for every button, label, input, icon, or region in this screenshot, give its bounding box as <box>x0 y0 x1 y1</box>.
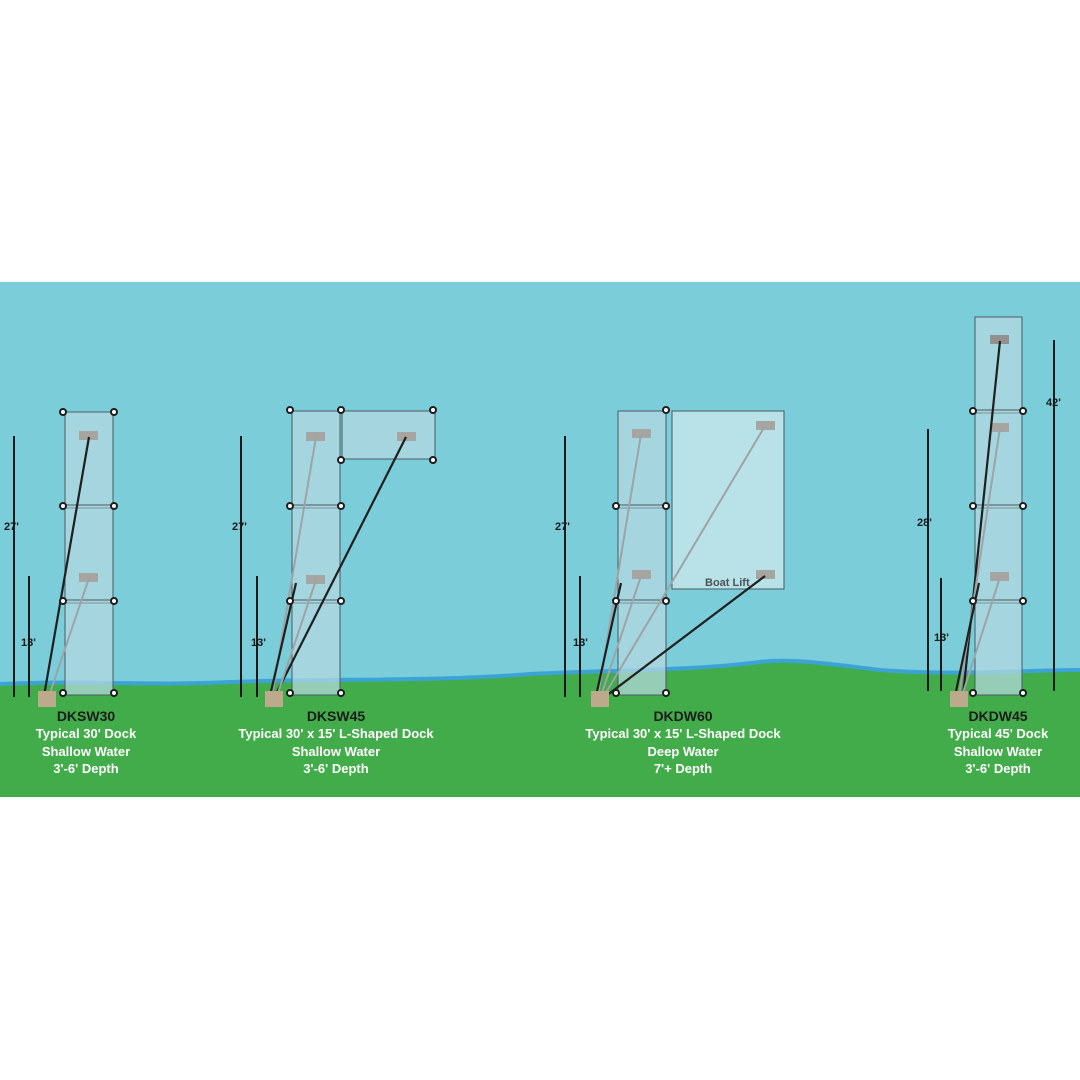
description-line: Shallow Water <box>292 744 380 759</box>
measure-label-27ft: 27' <box>4 521 19 533</box>
mount-pad <box>756 421 775 430</box>
measure-label-42ft: 42' <box>1046 397 1061 409</box>
post <box>1019 689 1027 697</box>
dock-group-dksw45: 27' 13' DKSW45 Typical 30' x 15' L-Shape… <box>232 406 437 776</box>
post <box>1019 597 1027 605</box>
dock-section <box>617 410 667 696</box>
measure-label-13ft: 13' <box>573 637 588 649</box>
dock-group-dkdw45: 42' 28' 13' DKDW45 Typical 45' Dock Shal… <box>917 316 1061 776</box>
post <box>969 597 977 605</box>
shore-anchor <box>265 691 283 707</box>
description-line: 7'+ Depth <box>654 761 712 776</box>
dock-extension <box>341 410 436 460</box>
measure-label-28ft: 28' <box>917 517 932 529</box>
dock-section <box>291 410 341 696</box>
shore-anchor <box>950 691 968 707</box>
post <box>110 597 118 605</box>
mount-pad <box>990 335 1009 344</box>
post <box>612 502 620 510</box>
mount-pad <box>990 572 1009 581</box>
mount-pad <box>990 423 1009 432</box>
cable-line <box>42 436 91 697</box>
post <box>337 406 345 414</box>
description-line: Shallow Water <box>954 744 1042 759</box>
mount-pad <box>79 573 98 582</box>
post <box>337 502 345 510</box>
dock-section <box>64 411 114 696</box>
mount-pad <box>756 570 775 579</box>
mount-pad <box>306 575 325 584</box>
cable-line <box>600 575 642 697</box>
model-name: DKDW45 <box>968 708 1027 724</box>
water-area <box>0 282 1080 682</box>
description-line: 3'-6' Depth <box>303 761 368 776</box>
description-line: Typical 30' x 15' L-Shaped Dock <box>238 726 434 741</box>
post <box>286 502 294 510</box>
description-line: Typical 30' Dock <box>36 726 137 741</box>
cable-line <box>605 575 766 697</box>
post <box>286 406 294 414</box>
post <box>429 456 437 464</box>
mount-pad <box>306 432 325 441</box>
mount-pad <box>79 431 98 440</box>
post <box>969 689 977 697</box>
post <box>110 408 118 416</box>
post <box>612 689 620 697</box>
post <box>59 597 67 605</box>
post <box>59 689 67 697</box>
boat-lift-label: Boat Lift <box>705 577 750 589</box>
post <box>110 502 118 510</box>
post <box>286 689 294 697</box>
scene <box>0 282 1080 797</box>
post <box>969 407 977 415</box>
model-name: DKSW30 <box>57 708 116 724</box>
cable-line <box>48 577 90 697</box>
post <box>337 689 345 697</box>
post <box>662 502 670 510</box>
post <box>337 597 345 605</box>
mount-pad <box>632 429 651 438</box>
description-line: Typical 30' x 15' L-Shaped Dock <box>585 726 781 741</box>
mount-pad <box>632 570 651 579</box>
measure-label-27ft: 27' <box>232 521 247 533</box>
post <box>337 456 345 464</box>
cable-line <box>274 436 407 697</box>
measure-label-13ft: 13' <box>934 632 949 644</box>
post <box>662 406 670 414</box>
mount-pad <box>397 432 416 441</box>
cable-line <box>961 340 1002 697</box>
cable-line <box>958 427 1001 697</box>
post <box>1019 502 1027 510</box>
cable-line <box>961 576 1001 697</box>
dock-group-dksw30: 27' 13' DKSW30 Typical 30' Dock Shallow … <box>4 408 137 776</box>
shore-anchor <box>591 691 609 707</box>
dock-group-dkdw60: 27' 13' Boat Lift DKDW60 Typical 30' x 1… <box>555 406 785 776</box>
post <box>662 597 670 605</box>
boat-lift-area <box>671 410 785 590</box>
measure-label-13ft: 13' <box>21 637 36 649</box>
measure-label-27ft: 27' <box>555 521 570 533</box>
description-line: Typical 45' Dock <box>948 726 1049 741</box>
shore-anchor <box>38 691 56 707</box>
shoreline <box>0 658 1080 686</box>
model-name: DKSW45 <box>307 708 366 724</box>
cable-line <box>276 579 317 697</box>
post <box>110 689 118 697</box>
post <box>612 597 620 605</box>
post <box>1019 407 1027 415</box>
post <box>59 408 67 416</box>
measure-label-13ft: 13' <box>251 637 266 649</box>
description-line: 3'-6' Depth <box>53 761 118 776</box>
post <box>286 597 294 605</box>
description-line: Shallow Water <box>42 744 130 759</box>
post <box>429 406 437 414</box>
description-line: Deep Water <box>647 744 718 759</box>
description-line: 3'-6' Depth <box>965 761 1030 776</box>
post <box>662 689 670 697</box>
post <box>969 502 977 510</box>
model-name: DKDW60 <box>653 708 712 724</box>
post <box>59 502 67 510</box>
cable-line <box>603 425 766 697</box>
